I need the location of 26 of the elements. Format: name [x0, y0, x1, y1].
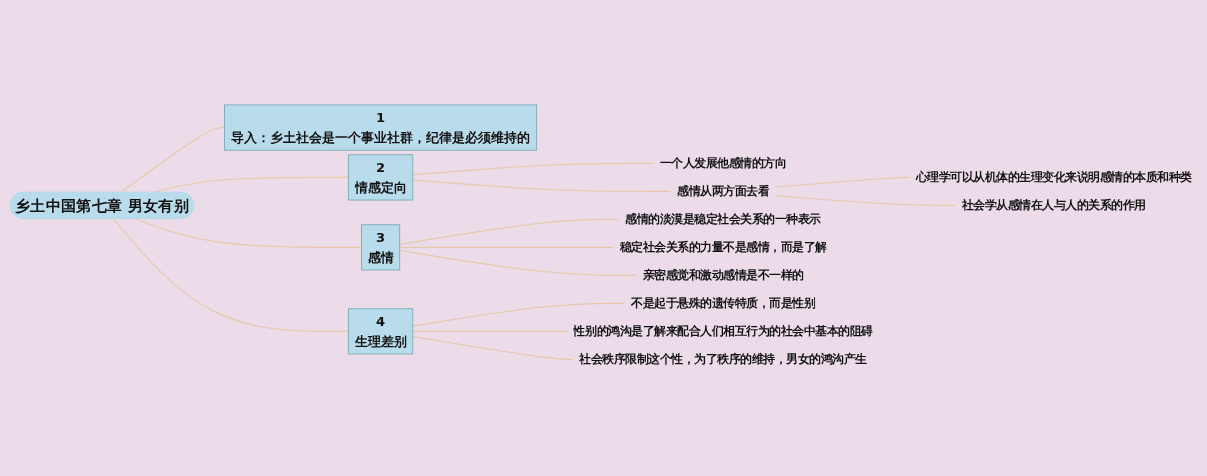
connector	[774, 176, 910, 188]
node-text: 性别的鸿沟是了解来配合人们相互行为的社会中基本的阻碍	[572, 324, 873, 339]
node-text: 不是起于悬殊的遗传特质，而是性别	[630, 296, 815, 311]
connector	[411, 336, 574, 360]
connector	[411, 162, 654, 176]
node-text: 亲密感觉和激动感情是不一样的	[642, 268, 804, 283]
node-text: 社会学从感情在人与人的关系的作用	[961, 198, 1146, 213]
node-box: 4 生理差别	[347, 308, 413, 355]
connector	[411, 179, 671, 192]
connector	[398, 246, 614, 248]
node-box: 1 导入：乡土社会是一个事业社群，纪律是必须维持的	[223, 104, 537, 151]
node-box: 2 情感定向	[347, 154, 413, 201]
node-text: 心理学可以从机体的生理变化来说明感情的本质和种类	[915, 170, 1192, 185]
node-text: 社会秩序限制这个性，为了秩序的维持，男女的鸿沟产生	[578, 352, 867, 367]
connector	[774, 195, 956, 206]
connector	[398, 249, 637, 276]
connector	[112, 218, 349, 332]
connector	[398, 218, 620, 245]
connector	[411, 302, 625, 327]
connector	[119, 126, 225, 194]
node-text: 感情从两方面去看	[676, 184, 769, 199]
node-text: 稳定社会关系的力量不是感情，而是了解	[619, 240, 827, 255]
connector	[411, 330, 568, 332]
node-box: 3 感情	[360, 224, 400, 271]
node-text: 感情的淡漠是稳定社会关系的一种表示	[624, 212, 821, 227]
node-text: 一个人发展他感情的方向	[659, 156, 786, 171]
